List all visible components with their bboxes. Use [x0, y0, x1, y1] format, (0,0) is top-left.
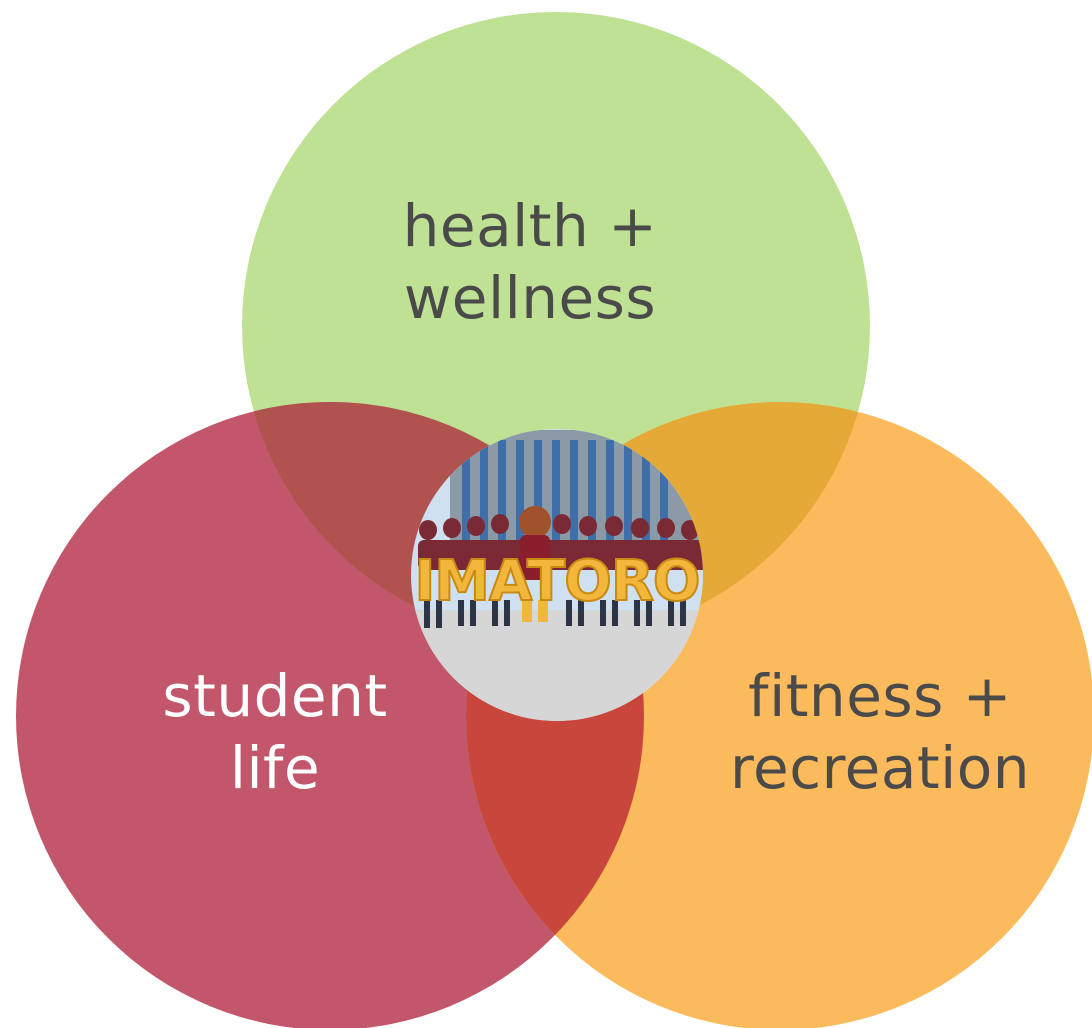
fitness-recreation-label-line1: fitness + — [748, 662, 1012, 730]
student-life-label-line1: student — [162, 662, 388, 730]
photo-crowd — [418, 514, 703, 570]
health-wellness-label-line1: health + — [402, 192, 658, 260]
center-photo: IMATORO — [411, 429, 703, 721]
health-wellness-label-line2: wellness — [403, 264, 657, 332]
photo-balloon-banner: IMATORO — [414, 549, 699, 614]
fitness-recreation-label: fitness + recreation — [690, 660, 1070, 804]
photo-building-windows — [462, 440, 668, 540]
photo-mascot — [519, 506, 551, 622]
student-life-label-line2: life — [229, 734, 321, 802]
student-life-label: student life — [110, 660, 440, 804]
fitness-recreation-label-line2: recreation — [729, 734, 1031, 802]
health-wellness-label: health + wellness — [350, 190, 710, 334]
photo-legs — [424, 600, 686, 628]
